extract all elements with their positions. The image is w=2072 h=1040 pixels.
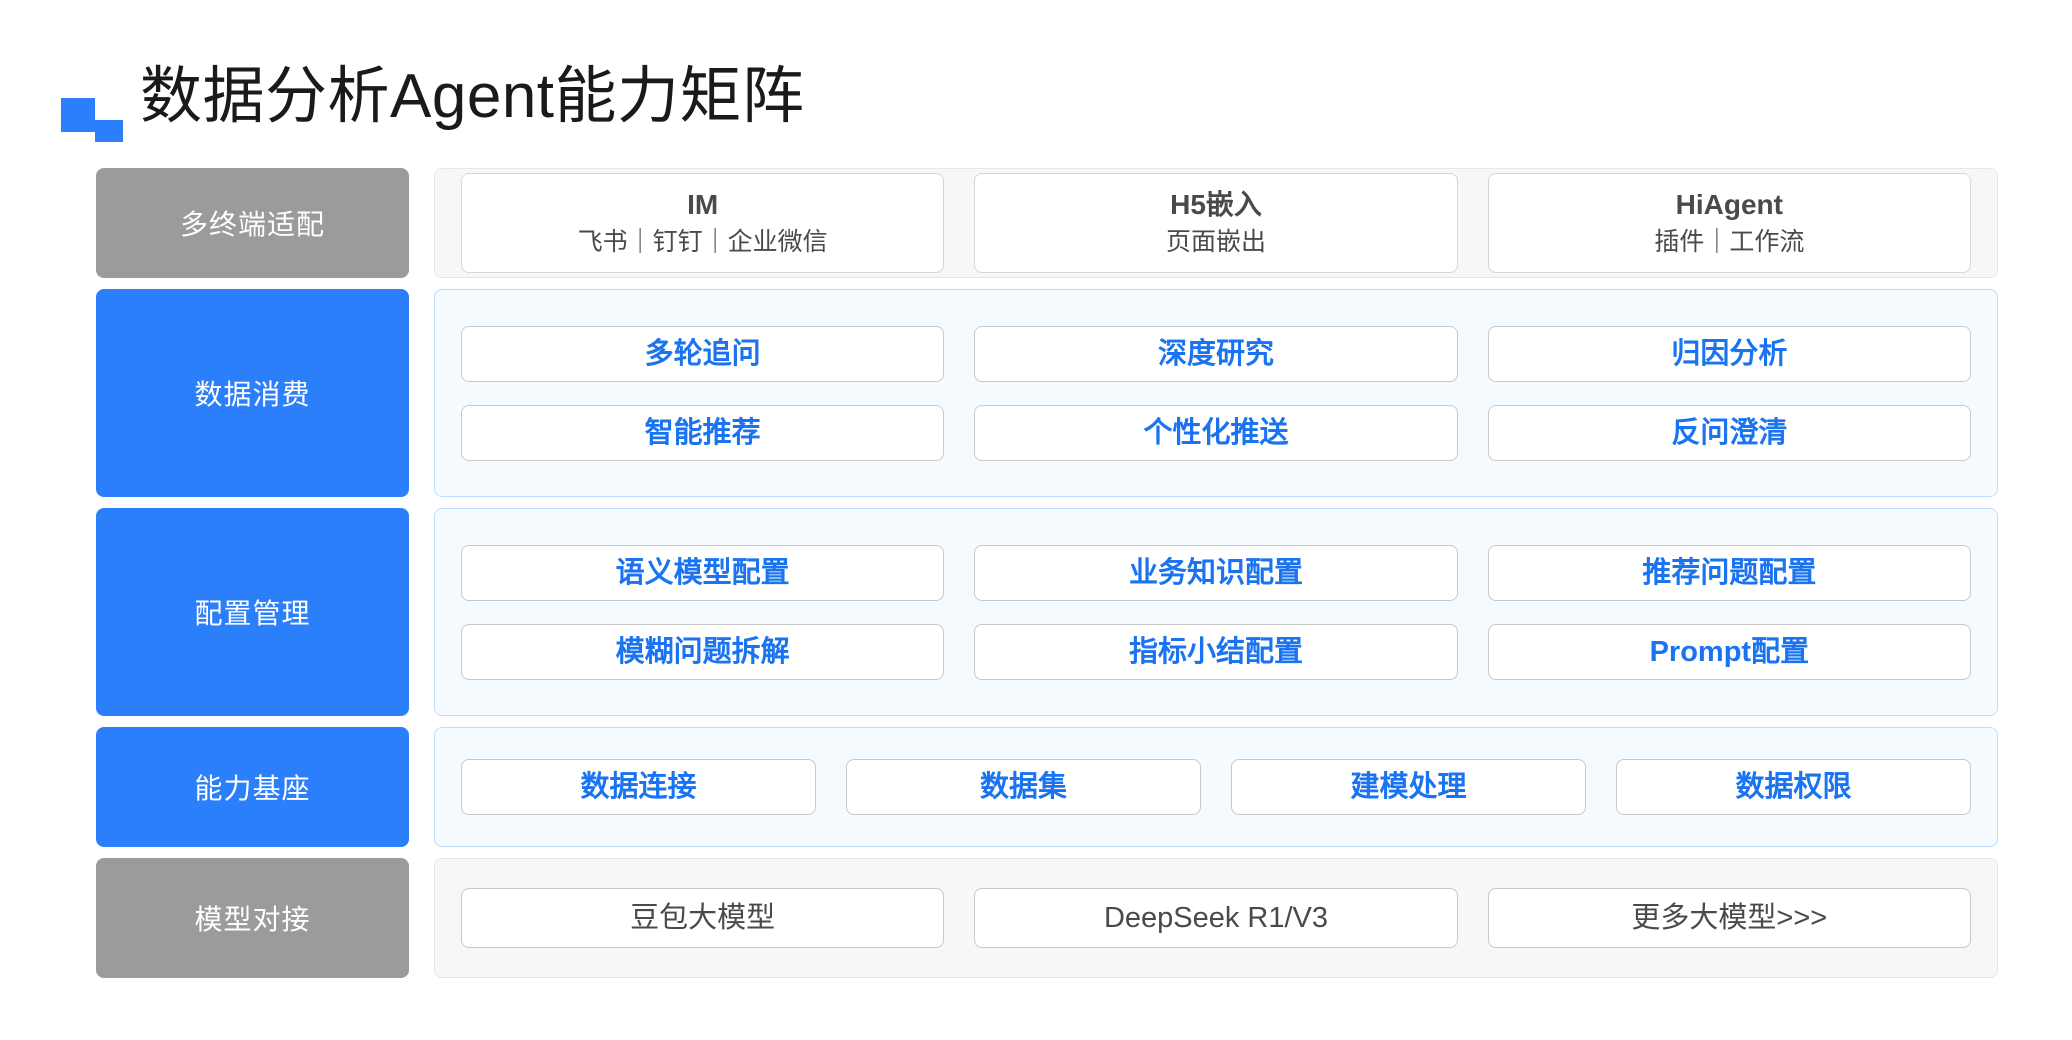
chip-title: 指标小结配置 bbox=[1128, 635, 1303, 668]
chip-title: H5嵌入 bbox=[1170, 189, 1262, 220]
page-title: 数据分析Agent能力矩阵 bbox=[140, 62, 805, 131]
row-panel: 语义模型配置 业务知识配置 推荐问题配置模糊问题拆解 指标小结配置 Prompt配置 bbox=[434, 508, 1998, 716]
capability-matrix: 多终端适配 IM 飞书｜钉钉｜企业微信 H5嵌入页面嵌出 HiAgent 插件｜工作流数据… bbox=[96, 168, 1998, 978]
capability-chip[interactable]: IM 飞书｜钉钉｜企业微信 bbox=[461, 173, 945, 273]
chip-title: 模糊问题拆解 bbox=[615, 635, 790, 668]
capability-chip[interactable]: 豆包大模型 bbox=[461, 888, 945, 948]
chip-title: 反问澄清 bbox=[1671, 416, 1788, 449]
capability-chip[interactable]: 个性化推送 bbox=[974, 404, 1458, 461]
capability-chip[interactable]: 推荐问题配置 bbox=[1487, 544, 1971, 601]
capability-chip[interactable]: 数据权限 bbox=[1616, 759, 1971, 815]
capability-chip[interactable]: 深度研究 bbox=[974, 325, 1458, 382]
chip-title: 智能推荐 bbox=[644, 416, 761, 449]
capability-chip[interactable]: 指标小结配置 bbox=[974, 623, 1458, 680]
capability-chip[interactable]: 建模处理 bbox=[1231, 759, 1586, 815]
chip-title: 推荐问题配置 bbox=[1642, 556, 1817, 589]
chip-title: 语义模型配置 bbox=[615, 556, 790, 589]
chip-row: 数据连接 数据集 建模处理 数据权限 bbox=[461, 759, 1971, 815]
chip-title: IM bbox=[687, 189, 719, 220]
capability-chip[interactable]: 更多大模型>>> bbox=[1487, 888, 1971, 948]
chip-row: 语义模型配置 业务知识配置 推荐问题配置 bbox=[461, 544, 1971, 601]
capability-chip[interactable]: 数据集 bbox=[846, 759, 1201, 815]
chip-title: Prompt配置 bbox=[1649, 635, 1810, 668]
chip-title: 多轮追问 bbox=[644, 337, 761, 370]
capability-chip[interactable]: 语义模型配置 bbox=[461, 544, 945, 601]
capability-chip[interactable]: Prompt配置 bbox=[1487, 623, 1971, 680]
capability-chip[interactable]: HiAgent 插件｜工作流 bbox=[1487, 173, 1971, 273]
chip-row: 模糊问题拆解 指标小结配置 Prompt配置 bbox=[461, 623, 1971, 680]
chip-title: 数据连接 bbox=[580, 771, 697, 803]
row-panel: 豆包大模型 DeepSeek R1/V3 更多大模型>>> bbox=[434, 858, 1998, 978]
capability-chip[interactable]: 智能推荐 bbox=[461, 404, 945, 461]
capability-chip[interactable]: 多轮追问 bbox=[461, 325, 945, 382]
chip-title: 数据集 bbox=[979, 771, 1067, 803]
logo-square-lower-icon bbox=[95, 120, 123, 142]
row-panel: 多轮追问 深度研究 归因分析智能推荐 个性化推送 反问澄清 bbox=[434, 289, 1998, 497]
chip-subtitle: 插件｜工作流 bbox=[1654, 228, 1805, 256]
capability-chip[interactable]: 数据连接 bbox=[461, 759, 816, 815]
matrix-row: 模型对接 豆包大模型 DeepSeek R1/V3 更多大模型>>> bbox=[96, 858, 1998, 978]
chip-title: 豆包大模型 bbox=[630, 902, 776, 934]
page-header: 数据分析Agent能力矩阵 bbox=[0, 0, 2072, 160]
matrix-row: 数据消费 多轮追问 深度研究 归因分析智能推荐 个性化推送 反问澄清 bbox=[96, 289, 1998, 497]
chip-title: 深度研究 bbox=[1157, 337, 1274, 370]
brand-logo-icon bbox=[61, 98, 123, 142]
matrix-row: 多终端适配 IM 飞书｜钉钉｜企业微信 H5嵌入页面嵌出 HiAgent 插件｜工作流 bbox=[96, 168, 1998, 278]
chip-row: IM 飞书｜钉钉｜企业微信 H5嵌入页面嵌出 HiAgent 插件｜工作流 bbox=[461, 173, 1971, 273]
row-panel: IM 飞书｜钉钉｜企业微信 H5嵌入页面嵌出 HiAgent 插件｜工作流 bbox=[434, 168, 1998, 278]
logo-square-upper-icon bbox=[61, 98, 95, 132]
chip-subtitle: 页面嵌出 bbox=[1165, 228, 1266, 256]
row-label[interactable]: 能力基座 bbox=[96, 727, 409, 847]
capability-chip[interactable]: DeepSeek R1/V3 bbox=[974, 888, 1458, 948]
chip-title: 业务知识配置 bbox=[1128, 556, 1303, 589]
chip-title: 数据权限 bbox=[1735, 771, 1852, 803]
chip-title: 更多大模型>>> bbox=[1631, 902, 1828, 934]
row-label[interactable]: 模型对接 bbox=[96, 858, 409, 978]
row-label[interactable]: 数据消费 bbox=[96, 289, 409, 497]
chip-subtitle: 飞书｜钉钉｜企业微信 bbox=[577, 228, 828, 256]
chip-title: 归因分析 bbox=[1671, 337, 1788, 370]
chip-title: 建模处理 bbox=[1350, 771, 1467, 803]
matrix-row: 能力基座 数据连接 数据集 建模处理 数据权限 bbox=[96, 727, 1998, 847]
chip-row: 多轮追问 深度研究 归因分析 bbox=[461, 325, 1971, 382]
chip-title: HiAgent bbox=[1675, 189, 1783, 220]
chip-title: 个性化推送 bbox=[1143, 416, 1289, 449]
chip-row: 智能推荐 个性化推送 反问澄清 bbox=[461, 404, 1971, 461]
capability-chip[interactable]: 反问澄清 bbox=[1487, 404, 1971, 461]
capability-chip[interactable]: 归因分析 bbox=[1487, 325, 1971, 382]
capability-chip[interactable]: 模糊问题拆解 bbox=[461, 623, 945, 680]
row-label[interactable]: 配置管理 bbox=[96, 508, 409, 716]
capability-chip[interactable]: H5嵌入页面嵌出 bbox=[974, 173, 1458, 273]
matrix-row: 配置管理 语义模型配置 业务知识配置 推荐问题配置模糊问题拆解 指标小结配置 Prompt… bbox=[96, 508, 1998, 716]
row-panel: 数据连接 数据集 建模处理 数据权限 bbox=[434, 727, 1998, 847]
capability-chip[interactable]: 业务知识配置 bbox=[974, 544, 1458, 601]
chip-row: 豆包大模型 DeepSeek R1/V3 更多大模型>>> bbox=[461, 888, 1971, 948]
row-label[interactable]: 多终端适配 bbox=[96, 168, 409, 278]
chip-title: DeepSeek R1/V3 bbox=[1103, 902, 1329, 934]
